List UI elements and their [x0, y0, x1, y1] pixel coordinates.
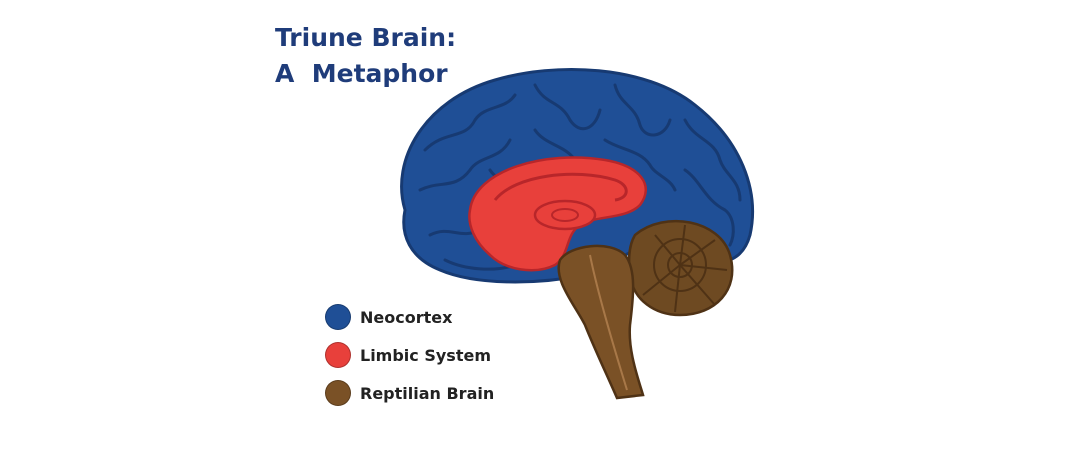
reptilian-brain-swatch	[325, 380, 351, 406]
brain-illustration	[400, 68, 755, 400]
brainstem-line	[589, 254, 628, 391]
legend-label: Reptilian Brain	[360, 383, 495, 403]
corpus-callosum-curve	[493, 172, 628, 202]
limbic-system-swatch	[325, 342, 351, 368]
legend-item-limbic-system: Limbic System	[325, 336, 494, 374]
thalamus-shape	[533, 199, 597, 231]
legend-label: Neocortex	[360, 307, 453, 327]
diagram-title: Triune Brain: A Metaphor	[275, 20, 456, 92]
title-line-2: A Metaphor	[275, 59, 448, 88]
neocortex-swatch	[325, 304, 351, 330]
legend: Neocortex Limbic System Reptilian Brain	[325, 298, 494, 412]
reptilian-brain-region	[557, 244, 645, 400]
cerebellum-folia	[642, 224, 728, 313]
legend-label: Limbic System	[360, 345, 491, 365]
legend-item-reptilian-brain: Reptilian Brain	[325, 374, 494, 412]
title-line-1: Triune Brain:	[275, 23, 457, 52]
legend-item-neocortex: Neocortex	[325, 298, 494, 336]
thalamus-core	[551, 208, 579, 222]
